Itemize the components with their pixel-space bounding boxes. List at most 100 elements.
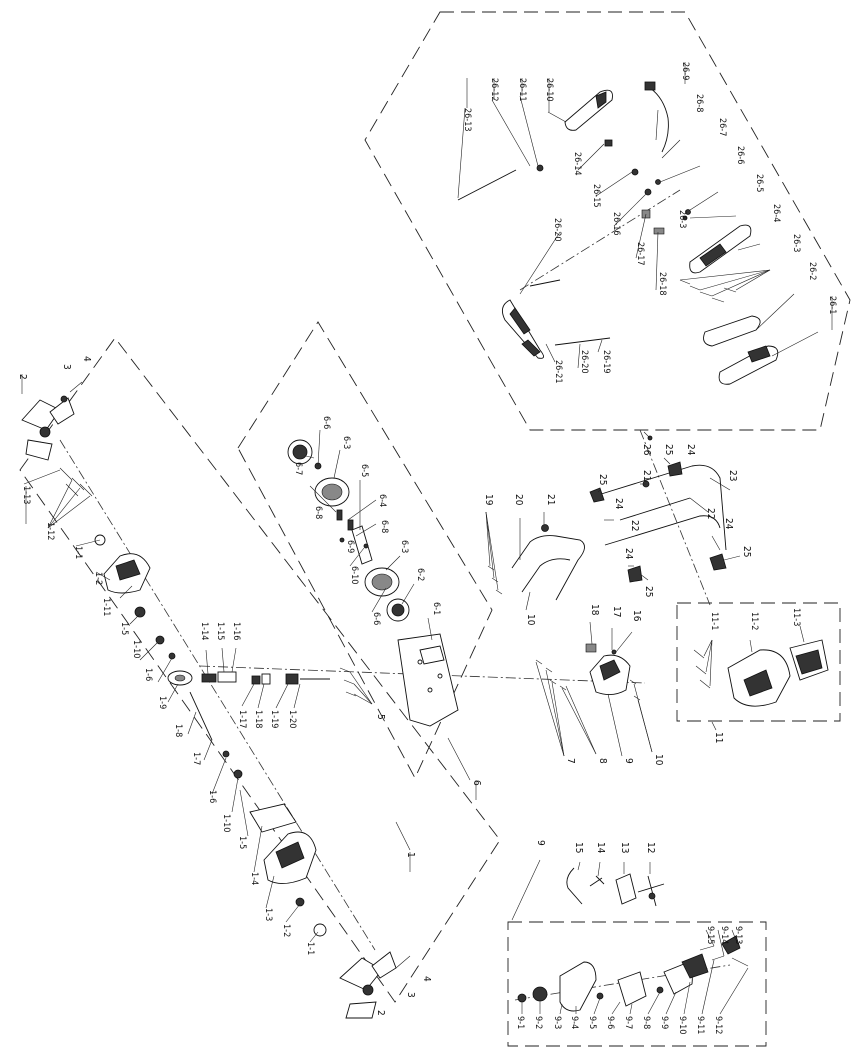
label-24b: 24: [613, 498, 624, 510]
loose-parts-12-15: [566, 867, 665, 907]
label-18: 18: [589, 604, 600, 616]
label-26-15: 26-15: [591, 184, 601, 208]
label-17: 17: [611, 606, 622, 617]
label-24: 24: [685, 444, 696, 456]
label-22b: 22: [705, 508, 716, 519]
label-9-4: 9-4: [569, 1016, 579, 1029]
label-25d: 25: [643, 586, 654, 597]
label-1: 1: [405, 852, 416, 858]
label-9-7: 9-7: [623, 1016, 633, 1029]
label-1-15: 1-15: [215, 622, 225, 640]
label-6-4: 6-4: [377, 494, 387, 507]
label-11-2: 11-2: [749, 612, 759, 630]
label-6-7: 6-7: [293, 462, 303, 475]
label-26-18: 26-18: [657, 272, 667, 296]
labels-group-1: 1-13 1-12 1-1 1-2 1-11 1-5 1-10 1-6 1-9 …: [21, 486, 315, 955]
label-9: 9: [623, 758, 634, 764]
label-12: 12: [645, 842, 656, 853]
label-14: 14: [595, 842, 606, 854]
label-1-2b: 1-2: [281, 924, 291, 937]
label-26-16: 26-16: [611, 212, 621, 236]
label-1-14: 1-14: [199, 622, 209, 640]
label-25b: 25: [597, 474, 608, 485]
label-26-20b: 26-20: [579, 350, 589, 374]
label-1-18: 1-18: [253, 710, 263, 728]
label-9-8: 9-8: [641, 1016, 651, 1029]
label-11-3: 11-3: [791, 608, 801, 626]
label-1-3: 1-3: [263, 908, 273, 921]
labels-group-9: 9-1 9-2 9-3 9-4 9-5 9-6 9-7 9-8 9-9 9-10…: [515, 926, 743, 1034]
label-4b: 4: [421, 976, 432, 982]
label-3: 3: [61, 364, 72, 370]
label-9-1: 9-1: [515, 1016, 525, 1029]
label-1-7: 1-7: [191, 752, 201, 765]
label-26-13: 26-13: [462, 108, 472, 132]
group-11-boundary: [676, 602, 841, 722]
label-6-3: 6-3: [341, 436, 351, 449]
label-10: 10: [653, 754, 664, 766]
label-1-4: 1-4: [249, 872, 259, 885]
label-1-1b: 1-1: [305, 942, 315, 955]
label-26-19: 26-19: [601, 350, 611, 374]
label-1-6: 1-6: [143, 668, 153, 681]
label-1-10: 1-10: [131, 640, 141, 658]
label-11-1: 11-1: [709, 612, 719, 630]
label-1-6b: 1-6: [207, 790, 217, 803]
label-26-20: 26-20: [552, 218, 562, 242]
label-9-6: 9-6: [605, 1016, 615, 1029]
label-26-17: 26-17: [635, 242, 645, 266]
label-16: 16: [631, 610, 642, 622]
label-1-16: 1-16: [231, 622, 241, 640]
label-8: 8: [597, 758, 608, 764]
label-26-8: 26-8: [694, 94, 704, 112]
label-9-9: 9-9: [659, 1016, 669, 1029]
label-21: 21: [545, 494, 556, 505]
label-6-3b: 6-3: [399, 540, 409, 553]
label-1-19: 1-19: [269, 710, 279, 728]
label-6: 6: [471, 780, 482, 786]
label-1-17: 1-17: [237, 710, 247, 728]
label-9-10: 9-10: [677, 1016, 687, 1034]
label-2: 2: [17, 374, 28, 380]
label-1-5b: 1-5: [237, 836, 247, 849]
group-6-parts: [287, 439, 459, 727]
label-21b: 21: [641, 470, 652, 481]
label-7: 7: [565, 758, 576, 764]
label-10b: 10: [525, 614, 536, 626]
label-3b: 3: [405, 992, 416, 998]
label-6-5: 6-5: [359, 464, 369, 477]
group-1-parts: [21, 381, 411, 1019]
label-24d: 24: [623, 548, 634, 560]
label-6-8b: 6-8: [379, 520, 389, 533]
label-6-6b: 6-6: [371, 612, 381, 625]
group-9-parts: [517, 935, 749, 1012]
label-9-5: 9-5: [587, 1016, 597, 1029]
label-19: 19: [483, 494, 494, 506]
label-9-13: 9-13: [733, 926, 743, 944]
label-1-11: 1-11: [101, 598, 111, 616]
label-5: 5: [375, 714, 386, 720]
label-26-3: 26-3: [677, 210, 687, 228]
leader-lines: [23, 95, 819, 1015]
label-9-2: 9-2: [533, 1016, 543, 1029]
label-26-4: 26-4: [771, 204, 781, 222]
label-13: 13: [619, 842, 630, 853]
label-1-9: 1-9: [157, 696, 167, 709]
label-9b: 9: [535, 840, 546, 846]
label-1-12: 1-12: [45, 522, 55, 540]
label-15: 15: [573, 842, 584, 853]
label-1-1: 1-1: [73, 546, 83, 559]
label-26-5: 26-5: [754, 174, 764, 192]
label-25: 25: [663, 444, 674, 455]
group-11-parts: [693, 639, 829, 707]
label-25c: 25: [741, 546, 752, 557]
label-2b: 2: [375, 1010, 386, 1016]
label-1-10b: 1-10: [221, 814, 231, 832]
labels-group-6: 6-6 6-3 6-7 6-5 6-4 6-8 6-8 6-9 6-3 6-10…: [293, 416, 441, 625]
label-6-2: 6-2: [415, 568, 425, 581]
labels-group-11: 11-1 11-2 11-3: [709, 608, 801, 630]
label-26-2: 26-2: [807, 262, 817, 280]
label-22: 22: [629, 520, 640, 531]
label-6-10: 6-10: [349, 566, 359, 584]
